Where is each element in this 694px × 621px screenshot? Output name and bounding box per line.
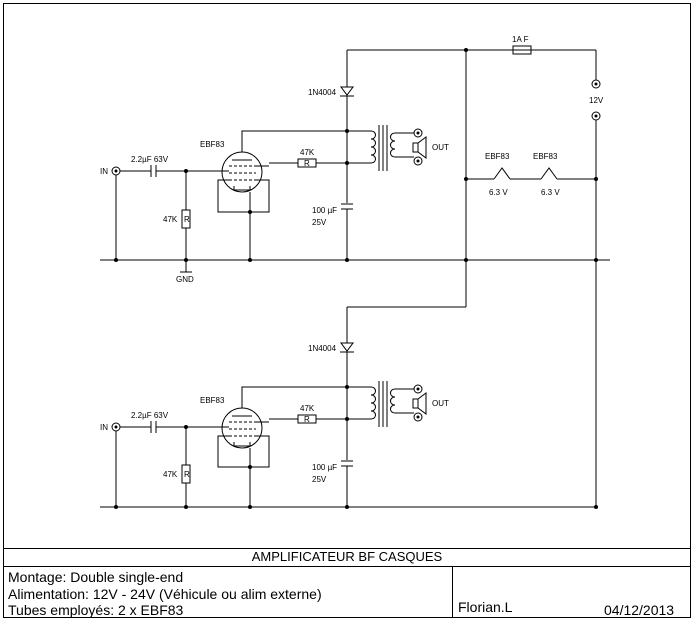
grid-resistor-symbol: R xyxy=(184,215,190,224)
filter-cap-voltage: 25V xyxy=(312,475,327,484)
anode-resistor-symbol: R xyxy=(304,159,310,168)
supply-voltage-label: 12V xyxy=(589,96,604,105)
filter-capacitor xyxy=(341,203,353,210)
title-text: AMPLIFICATEUR BF CASQUES xyxy=(252,549,443,564)
input-label: IN xyxy=(100,423,108,432)
heater-1-voltage: 6.3 V xyxy=(489,188,508,197)
author: Florian.L xyxy=(458,599,513,615)
filter-cap-value: 100 µF xyxy=(312,463,337,472)
coupling-cap-label: 2.2µF 63V xyxy=(131,155,169,164)
speaker-icon xyxy=(412,392,427,415)
diode-label: 1N4004 xyxy=(308,344,337,353)
alimentation-line: Alimentation: 12V - 24V (Véhicule ou ali… xyxy=(8,586,322,602)
output-jack xyxy=(413,384,423,422)
heater-filaments xyxy=(466,167,596,180)
channel-2: IN 2.2µF 63V R 47K EBF83 xyxy=(100,342,598,509)
input-jack xyxy=(111,166,121,176)
speaker-icon xyxy=(412,136,427,159)
tube-ebf83 xyxy=(221,407,263,449)
fuse-label: 1A F xyxy=(512,35,529,44)
channel-1: IN 2.2µF 63V R 47K GND EBF83 xyxy=(100,86,610,284)
tube-ebf83 xyxy=(221,151,263,193)
sheet-border xyxy=(3,3,691,618)
anode-resistor-symbol: R xyxy=(304,415,310,424)
input-label: IN xyxy=(100,167,108,176)
output-label: OUT xyxy=(432,399,449,408)
diode xyxy=(340,342,354,353)
filter-capacitor xyxy=(341,460,353,467)
title-block: AMPLIFICATEUR BF CASQUES Montage: Double… xyxy=(3,548,691,618)
filter-cap-voltage: 25V xyxy=(312,218,327,227)
coupling-capacitor xyxy=(150,165,157,177)
tube-label: EBF83 xyxy=(200,140,225,149)
filter-cap-value: 100 µF xyxy=(312,206,337,215)
output-transformer xyxy=(370,381,414,427)
anode-resistor-label: 47K xyxy=(300,148,315,157)
coupling-capacitor xyxy=(150,421,157,433)
supply-terminal-positive xyxy=(591,79,601,89)
supply-terminal-negative xyxy=(591,111,601,121)
heater-1-tube: EBF83 xyxy=(485,152,510,161)
diode-label: 1N4004 xyxy=(308,88,337,97)
heater-2-tube: EBF83 xyxy=(533,152,558,161)
grid-resistor-label: 47K xyxy=(163,470,178,479)
power-rail: 1A F 12V EBF83 6.3 V EBF83 6.3 V xyxy=(346,35,604,507)
date: 04/12/2013 xyxy=(604,602,674,618)
montage-line: Montage: Double single-end xyxy=(8,569,183,585)
input-jack xyxy=(111,422,121,432)
ground-label: GND xyxy=(176,275,194,284)
heater-2-voltage: 6.3 V xyxy=(541,188,560,197)
grid-resistor-label: 47K xyxy=(163,215,178,224)
coupling-cap-label: 2.2µF 63V xyxy=(131,411,169,420)
tubes-line: Tubes employés: 2 x EBF83 xyxy=(8,602,184,618)
output-jack xyxy=(413,128,423,166)
diode xyxy=(340,86,354,97)
grid-resistor-symbol: R xyxy=(184,470,190,479)
anode-resistor-label: 47K xyxy=(300,404,315,413)
fuse xyxy=(512,45,532,55)
output-transformer xyxy=(370,125,414,171)
output-label: OUT xyxy=(432,143,449,152)
tube-label: EBF83 xyxy=(200,396,225,405)
